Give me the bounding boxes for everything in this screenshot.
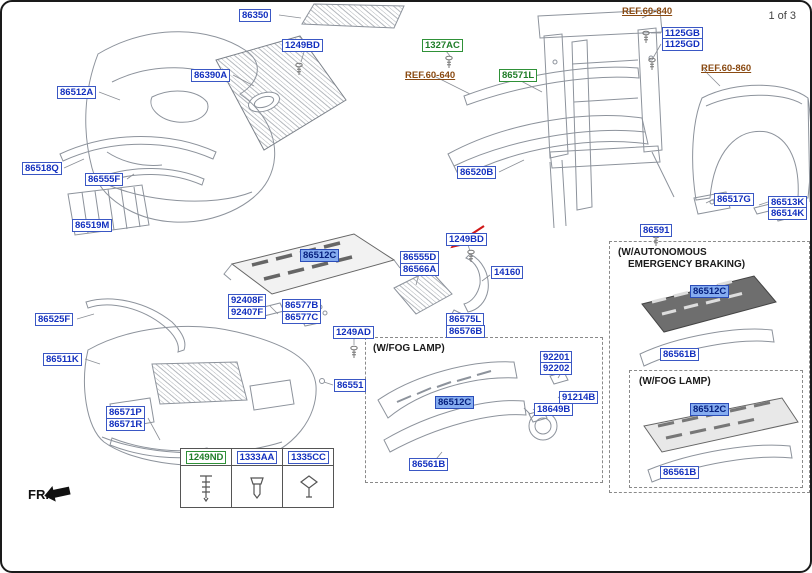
part-label-86512A[interactable]: 86512A [57,86,97,99]
side-grille-sketch [393,269,453,315]
part-label-86566A[interactable]: 86566A [400,263,440,276]
part-label-92202[interactable]: 92202 [540,362,573,375]
part-label-86512C[interactable]: 86512C [300,249,340,262]
part-label-14160[interactable]: 14160 [491,266,524,279]
leader-lines [63,10,769,465]
part-label-86518Q[interactable]: 86518Q [22,162,62,175]
part-label-91214B[interactable]: 91214B [559,391,599,404]
fastener-header-cell: 1249ND [181,449,232,466]
part-label-86577C[interactable]: 86577C [282,311,322,324]
aeb-fog-lamp-box-title: (W/FOG LAMP) [639,376,711,387]
aeb-fog-lamp-option-box [629,370,803,488]
center-reinforcement-sketch [223,233,401,295]
part-label-86551[interactable]: 86551 [334,379,367,392]
bumper-beam-sketch [447,115,649,179]
part-label-1125GD[interactable]: 1125GD [662,38,703,51]
part-label-86514K[interactable]: 86514K [768,207,808,220]
part-label-86512C[interactable]: 86512C [435,396,475,409]
part-label-1249ND[interactable]: 1249ND [185,450,227,464]
part-label-86577B[interactable]: 86577B [282,299,322,312]
aeb-panel-sketch [641,275,777,333]
part-label-REF-60-860[interactable]: REF.60-860 [701,63,752,74]
lower-bumper-sketch [84,325,317,467]
part-label-86555F[interactable]: 86555F [85,173,124,186]
part-label-92407F[interactable]: 92407F [228,306,267,319]
fog-lamp-box-title: (W/FOG LAMP) [373,343,445,354]
fr-arrow-icon [44,486,71,502]
part-label-1249AD[interactable]: 1249AD [333,326,374,339]
page-indicator: 1 of 3 [768,10,796,22]
fastener-header-cell: 1335CC [283,449,334,466]
part-label-86511K[interactable]: 86511K [43,353,82,366]
fog-grille-sketch [377,361,518,419]
part-label-86517G[interactable]: 86517G [714,193,754,206]
part-label-REF-60-640[interactable]: REF.60-640 [405,70,456,81]
part-label-86512C[interactable]: 86512C [690,403,730,416]
part-label-86519M[interactable]: 86519M [72,219,113,232]
part-label-REF-60-840[interactable]: REF.60-840 [622,6,673,17]
aeb-box-title-line1: (W/AUTONOMOUS [618,247,707,258]
part-label-86561B[interactable]: 86561B [409,458,449,471]
part-label-1327AC[interactable]: 1327AC [422,39,463,52]
part-label-86561B[interactable]: 86561B [660,348,700,361]
fastener-table: 1249ND 1333AA 1335CC [180,448,334,508]
part-label-1249BD[interactable]: 1249BD [282,39,323,52]
grille-surround-sketch [301,3,405,29]
fender-sketch [692,84,810,203]
fog-strip-sketch [383,400,527,453]
part-label-86591[interactable]: 86591 [640,224,673,237]
front-direction-marker: FR. [28,487,49,502]
part-label-86571R[interactable]: 86571R [106,418,146,431]
part-label-86525F[interactable]: 86525F [35,313,74,326]
part-label-86350[interactable]: 86350 [239,9,272,22]
clip2-icon [283,466,334,508]
screw-icon [181,466,232,508]
part-label-18649B[interactable]: 18649B [534,403,574,416]
part-label-86520B[interactable]: 86520B [457,166,497,179]
part-label-1335CC[interactable]: 1335CC [288,450,329,464]
clip-icon [232,466,283,508]
side-molding-sketch [85,298,186,353]
part-label-1249BD[interactable]: 1249BD [446,233,487,246]
bracket-14160-sketch [463,253,489,313]
moldings-sketch [59,136,217,186]
part-label-86571L[interactable]: 86571L [499,69,538,82]
part-label-1333AA[interactable]: 1333AA [236,450,278,464]
aeb-box-title-line2: EMERGENCY BRAKING) [628,259,746,270]
part-label-86561B[interactable]: 86561B [660,466,700,479]
part-label-86512C[interactable]: 86512C [690,285,730,298]
aeb-option-box [609,241,810,493]
radiator-grille-sketch [215,35,347,151]
part-label-86576B[interactable]: 86576B [446,325,486,338]
part-label-86390A[interactable]: 86390A [191,69,231,82]
fastener-header-cell: 1333AA [232,449,283,466]
